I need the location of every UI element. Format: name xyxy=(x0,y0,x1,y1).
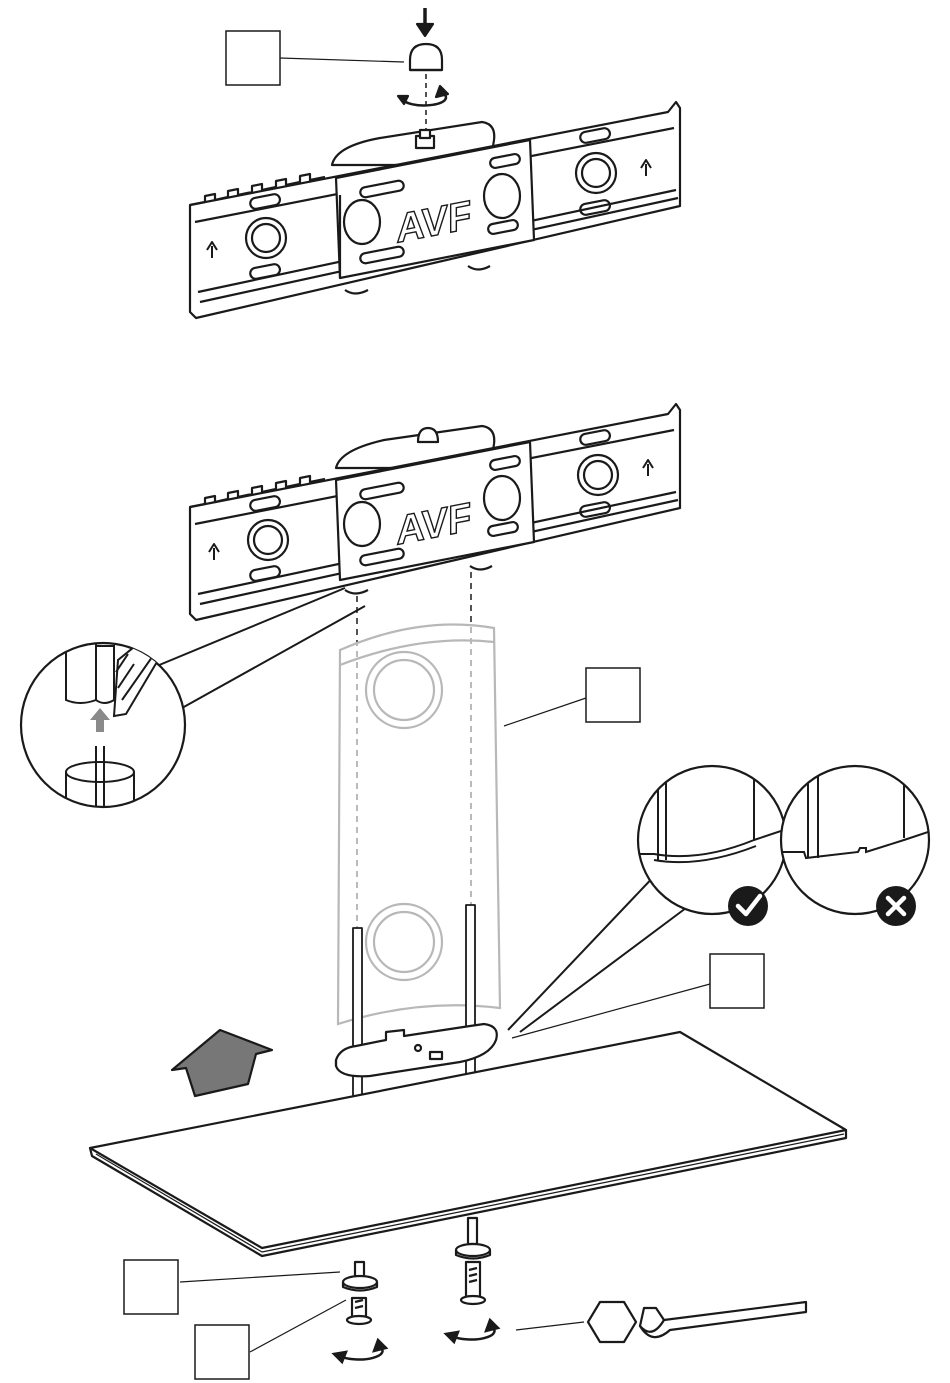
bolts xyxy=(343,1218,490,1324)
down-arrow-icon xyxy=(417,8,433,36)
zoom-detail-pin xyxy=(21,588,365,820)
rotate-icon-bolt-right xyxy=(446,1320,498,1342)
callout-box-column xyxy=(586,668,640,722)
rotate-icon xyxy=(398,86,448,105)
check-icon xyxy=(728,886,768,926)
rotate-icon-bolt-left xyxy=(334,1340,386,1362)
callout-box-base-plate xyxy=(710,954,764,1008)
callout-box-bolt xyxy=(195,1325,249,1379)
up-arrow-icon xyxy=(172,1030,272,1096)
zoom-detail-incorrect xyxy=(780,766,940,926)
hex-key-icon xyxy=(588,1302,806,1342)
callout-box-cap xyxy=(226,31,280,85)
callout-box-washer xyxy=(124,1260,178,1314)
cap-nut xyxy=(410,44,442,70)
